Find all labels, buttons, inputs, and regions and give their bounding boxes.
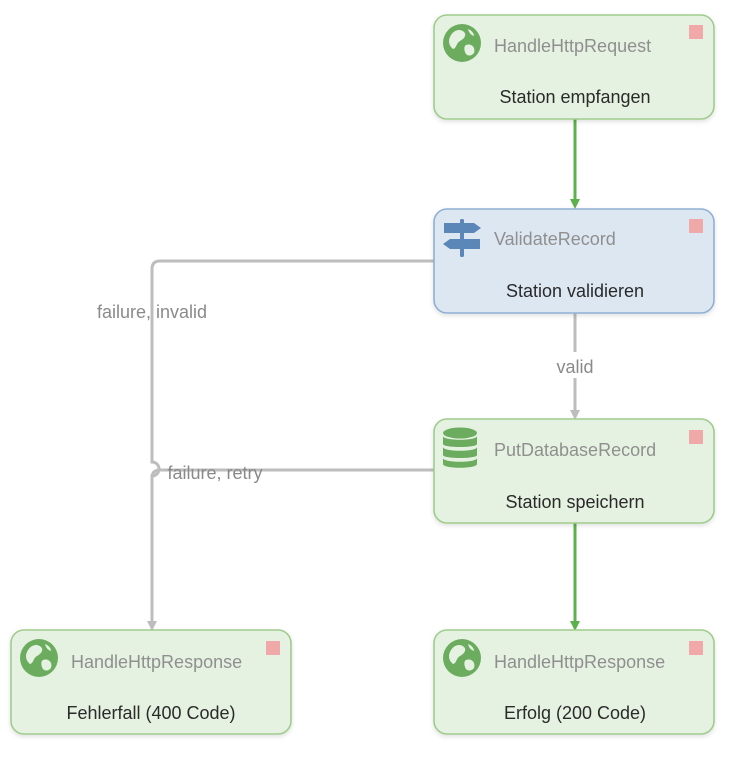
status-indicator <box>266 641 280 655</box>
edges-layer <box>147 119 580 631</box>
edge-label-failure-retry: failure, retry <box>167 463 262 483</box>
node-error-response-content: HandleHttpResponse Fehlerfall (400 Code) <box>20 639 280 723</box>
signpost-icon <box>443 219 481 257</box>
node-receive-content: HandleHttpRequest Station empfangen <box>443 24 703 107</box>
node-store-label: Station speichern <box>505 492 644 512</box>
status-indicator <box>689 219 703 233</box>
node-success-response[interactable] <box>433 629 715 735</box>
node-store-type: PutDatabaseRecord <box>494 440 656 460</box>
node-validate[interactable] <box>433 208 715 314</box>
database-icon <box>443 427 477 468</box>
node-success-response-content: HandleHttpResponse Erfolg (200 Code) <box>443 639 703 723</box>
globe-icon <box>443 639 481 677</box>
node-receive-label: Station empfangen <box>499 87 650 107</box>
status-indicator <box>689 430 703 444</box>
globe-icon <box>20 639 58 677</box>
node-success-response-type: HandleHttpResponse <box>494 652 665 672</box>
node-receive[interactable] <box>433 14 715 120</box>
node-store-content: PutDatabaseRecord Station speichern <box>443 427 703 512</box>
node-validate-type: ValidateRecord <box>494 229 616 249</box>
node-error-response-label: Fehlerfall (400 Code) <box>66 703 235 723</box>
node-error-response[interactable] <box>10 629 292 735</box>
edge-store-to-error[interactable] <box>150 468 434 479</box>
node-store[interactable] <box>433 418 715 524</box>
node-success-response-label: Erfolg (200 Code) <box>504 703 646 723</box>
edge-labels: valid failure, invalid failure, retry <box>97 302 602 483</box>
node-error-response-type: HandleHttpResponse <box>71 652 242 672</box>
node-validate-content: ValidateRecord Station validieren <box>443 219 703 301</box>
edge-label-valid: valid <box>556 357 593 377</box>
node-receive-type: HandleHttpRequest <box>494 36 651 56</box>
status-indicator <box>689 25 703 39</box>
status-indicator <box>689 641 703 655</box>
globe-icon <box>443 24 481 62</box>
edge-validate-to-error[interactable] <box>147 259 434 631</box>
node-validate-label: Station validieren <box>506 281 644 301</box>
edge-label-failure-invalid: failure, invalid <box>97 302 207 322</box>
